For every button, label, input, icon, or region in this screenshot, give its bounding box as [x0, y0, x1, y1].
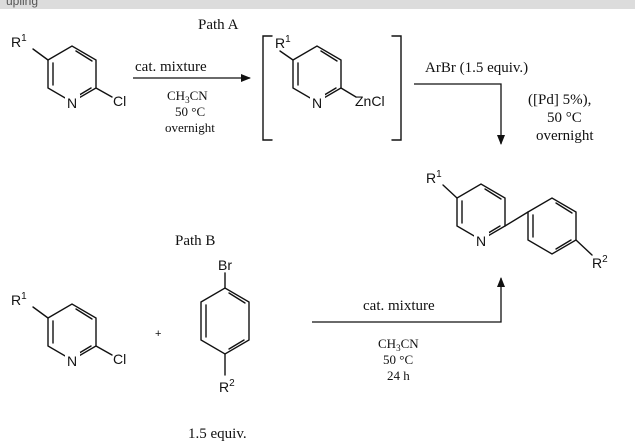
- r1-label: R1: [275, 34, 291, 51]
- path-a-time-2: overnight: [536, 128, 594, 144]
- r1-label: R1: [426, 169, 442, 186]
- path-a-arbr: ArBr (1.5 equiv.): [425, 60, 528, 76]
- path-b-temp: 50 °C: [383, 352, 413, 367]
- path-a-catalyst: ([Pd] 5%),: [528, 92, 591, 108]
- path-b-solvent: CH3CN: [378, 336, 419, 353]
- right-bracket: [391, 35, 402, 141]
- chloropyridine-b: R1 N Cl: [11, 291, 126, 369]
- aryl-bromide: Br R2: [200, 257, 250, 395]
- r1-label: R1: [11, 291, 27, 308]
- path-b-reagent: cat. mixture: [363, 298, 435, 314]
- path-a-reagent: cat. mixture: [135, 59, 207, 75]
- r1-label: R1: [11, 33, 27, 50]
- path-a-time: overnight: [165, 120, 215, 135]
- n-atom: N: [67, 353, 77, 369]
- header-text: upling: [6, 0, 39, 8]
- path-a-label: Path A: [198, 17, 239, 33]
- r2-label: R2: [592, 254, 608, 271]
- plus-sign: +: [155, 328, 161, 340]
- zncl-group: ZnCl: [355, 93, 385, 109]
- chloropyridine-a: R1 N Cl: [11, 33, 126, 111]
- path-b-arrow: [312, 277, 505, 323]
- path-a-temp: 50 °C: [175, 104, 205, 119]
- path-a-arrow-2: [414, 83, 505, 145]
- cl-atom: Cl: [113, 351, 126, 367]
- n-atom: N: [67, 95, 77, 111]
- zinc-intermediate: R1 N ZnCl: [275, 34, 385, 111]
- cl-atom: Cl: [113, 93, 126, 109]
- header-strip: upling: [0, 0, 635, 9]
- path-b-time: 24 h: [387, 368, 410, 383]
- r2-label: R2: [219, 378, 235, 395]
- n-atom: N: [312, 95, 322, 111]
- path-a-solvent: CH3CN: [167, 88, 208, 105]
- br-atom: Br: [218, 257, 232, 273]
- left-bracket: [262, 35, 273, 141]
- equiv-note: 1.5 equiv.: [188, 426, 247, 442]
- path-b-label: Path B: [175, 233, 215, 249]
- n-atom: N: [476, 233, 486, 249]
- path-a-temp-2: 50 °C: [547, 110, 582, 126]
- product-bipyridine: R1 N R2: [426, 169, 608, 271]
